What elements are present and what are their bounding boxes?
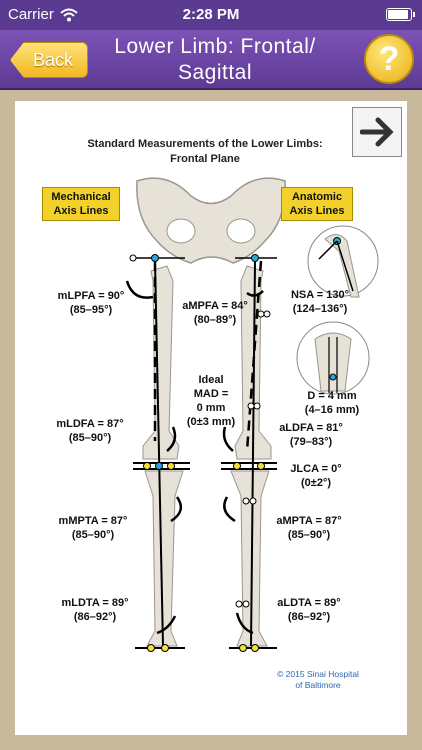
- ampta-label: aMPTA = 87° (85–90°): [267, 514, 351, 542]
- figure-title-line2: Frontal Plane: [170, 153, 240, 165]
- status-left: Carrier: [8, 6, 78, 23]
- d-value: D = 4 mm: [307, 390, 357, 402]
- figure-card: Standard Measurements of the Lower Limbs…: [15, 101, 407, 735]
- page-title: Lower Limb: Frontal/ Sagittal: [114, 35, 316, 84]
- anatomic-axis-tag: Anatomic Axis Lines: [281, 187, 353, 221]
- battery-icon: [386, 8, 415, 21]
- mad-line1: Ideal: [198, 374, 224, 386]
- anatomic-axis-line: [250, 260, 256, 647]
- jlca-range: (0±2°): [301, 477, 331, 489]
- ampfa-label: aMPFA = 84° (80–89°): [175, 299, 255, 327]
- nsa-label: NSA = 130° (124–136°): [285, 288, 355, 316]
- mlpfa-range: (85–95°): [69, 304, 113, 316]
- mad-line2: MAD =: [193, 388, 229, 400]
- nav-bar: Back Lower Limb: Frontal/ Sagittal ?: [0, 30, 422, 90]
- nsa-value: NSA = 130°: [290, 289, 350, 301]
- mad-label: Ideal MAD = 0 mm (0±3 mm): [185, 373, 237, 429]
- mldta-value: mLDTA = 89°: [61, 597, 129, 609]
- mldta-label: mLDTA = 89° (86–92°): [55, 596, 135, 624]
- copyright-line2: of Baltimore: [295, 680, 341, 690]
- mldfa-range: (85–90°): [68, 432, 112, 444]
- help-button[interactable]: ?: [364, 34, 414, 84]
- legs-diagram: [125, 177, 379, 652]
- mechanical-axis-line: [154, 260, 164, 647]
- jlca-label: JLCA = 0° (0±2°): [281, 462, 351, 490]
- status-bar: Carrier 2:28 PM: [0, 0, 422, 30]
- pelvis: [136, 177, 286, 264]
- copyright: © 2015 Sinai Hospital of Baltimore: [263, 669, 373, 691]
- ampta-value: aMPTA = 87°: [276, 515, 342, 527]
- mlpfa-value: mLPFA = 90°: [57, 290, 125, 302]
- mlpfa-label: mLPFA = 90° (85–95°): [51, 289, 131, 317]
- status-time: 2:28 PM: [182, 6, 240, 23]
- wifi-icon: [60, 8, 78, 21]
- d-range: (4–16 mm): [304, 404, 360, 416]
- figure-title-line1: Standard Measurements of the Lower Limbs…: [87, 138, 323, 150]
- carrier-label: Carrier: [8, 6, 54, 23]
- arrow-right-icon: [360, 117, 394, 147]
- aldfa-range: (79–83°): [289, 436, 333, 448]
- copyright-line1: © 2015 Sinai Hospital: [277, 669, 359, 679]
- figure-title: Standard Measurements of the Lower Limbs…: [65, 137, 345, 167]
- aldfa-label: aLDFA = 81° (79–83°): [271, 421, 351, 449]
- ampfa-value: aMPFA = 84°: [182, 300, 248, 312]
- mad-line4: (0±3 mm): [186, 416, 236, 428]
- mmpta-value: mMPTA = 87°: [58, 515, 128, 527]
- mldta-range: (86–92°): [73, 611, 117, 623]
- mad-line3: 0 mm: [196, 402, 226, 414]
- aldta-range: (86–92°): [287, 611, 331, 623]
- mldfa-label: mLDFA = 87° (85–90°): [49, 417, 131, 445]
- nsa-range: (124–136°): [292, 303, 348, 315]
- battery-fill: [388, 10, 408, 19]
- back-button[interactable]: Back: [10, 42, 88, 78]
- ampta-range: (85–90°): [287, 529, 331, 541]
- ampfa-range: (80–89°): [193, 314, 237, 326]
- mmpta-label: mMPTA = 87° (85–90°): [51, 514, 135, 542]
- aldta-label: aLDTA = 89° (86–92°): [269, 596, 349, 624]
- aldfa-value: aLDFA = 81°: [279, 422, 343, 434]
- next-button[interactable]: [352, 107, 402, 157]
- mmpta-range: (85–90°): [71, 529, 115, 541]
- mechanical-axis-tag: Mechanical Axis Lines: [42, 187, 120, 221]
- jlca-value: JLCA = 0°: [290, 463, 342, 475]
- aldta-value: aLDTA = 89°: [277, 597, 341, 609]
- mldfa-value: mLDFA = 87°: [56, 418, 124, 430]
- d-label: D = 4 mm (4–16 mm): [297, 389, 367, 417]
